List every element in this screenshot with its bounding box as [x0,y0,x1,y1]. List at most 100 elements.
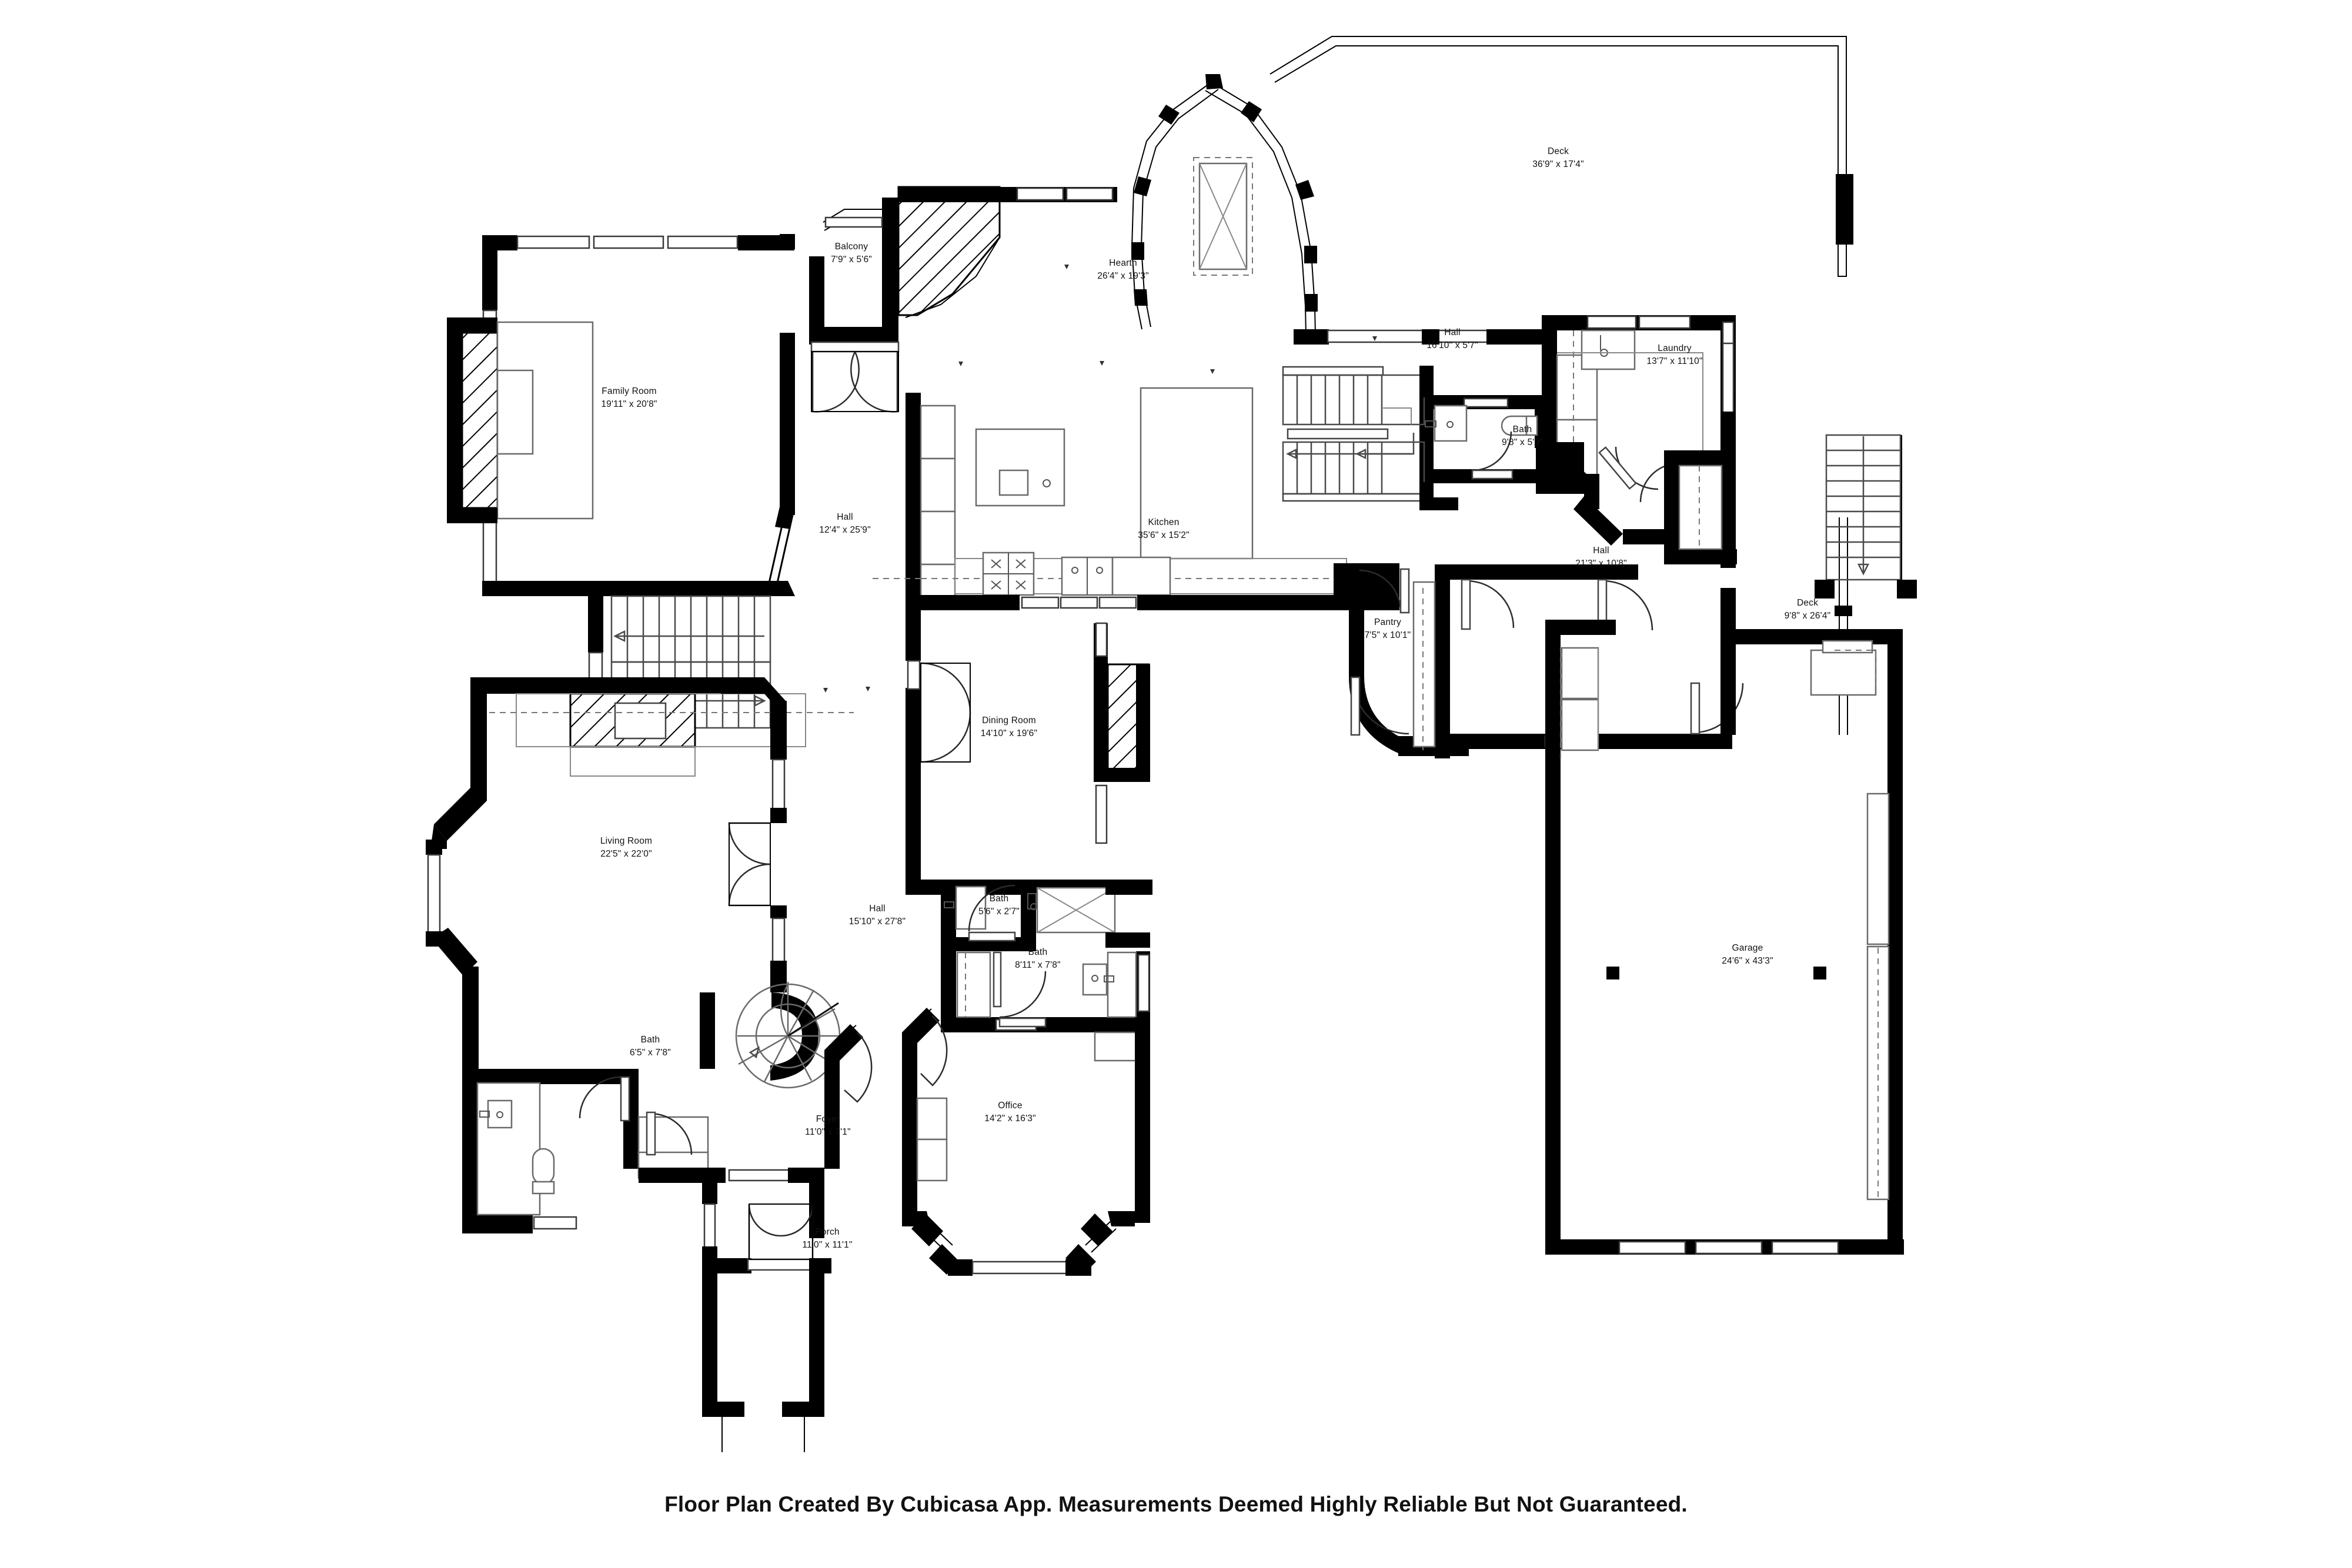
plan-markers [823,265,1377,693]
room-label-hall-family: Hall 12'4" x 25'9" [819,512,871,535]
footer-disclaimer: Floor Plan Created By Cubicasa App. Meas… [664,1492,1688,1516]
fixture-sink-bath-small [1027,893,1037,910]
door-bath-upper [1471,431,1514,480]
room-label-bath-lower: Bath 6'5" x 7'8" [630,1035,671,1058]
balcony-walls [809,186,1117,413]
window-office-bay [971,1261,1068,1275]
door-living-double [728,822,771,907]
fixture-toilet-lower [532,1148,555,1195]
room-name: Foyer [816,1114,840,1124]
room-label-pantry: Pantry 7'5" x 10'1" [1365,617,1411,640]
room-name: Bath [1028,947,1048,957]
room-label-bath-mid: Bath 8'11" x 7'8" [1015,947,1061,970]
door-laundry-left [1598,446,1659,490]
room-dimensions: 14'2" x 16'3" [984,1114,1036,1124]
window-living-right-upper [771,758,786,811]
window-kitchen-bottom [1021,596,1137,609]
window-dining-right [1095,622,1108,844]
window-group-family-top [516,235,739,249]
room-name: Balcony [835,242,868,252]
upper-right-block [1294,315,1737,568]
room-label-deck-upper: Deck 36'9" x 17'4" [1532,146,1584,169]
office-walls [902,1008,1150,1276]
window-bath-mid-right [1137,954,1150,1012]
window-living-right-lower [771,917,786,964]
hearth-floor-motif [1193,157,1253,276]
door-foyer-entry [747,1203,814,1271]
stairs-center [1282,366,1458,510]
room-dimensions: 5'6" x 2'7" [978,907,1020,917]
window-foyer-left [703,1203,716,1251]
stairs-exterior-deck [1815,434,1917,599]
room-name: Pantry [1374,617,1401,627]
room-name: Deck [1548,146,1569,156]
room-name: Garage [1732,943,1763,953]
living-room-walls [426,677,854,1084]
room-dimensions: 7'9" x 5'6" [831,255,872,265]
door-hall-3 [1690,682,1744,735]
window-dining-left [907,660,921,690]
hearth-walls [1131,74,1318,336]
room-name: Hall [1593,546,1609,556]
room-dimensions: 24'6" x 43'3" [1722,956,1773,966]
room-dimensions: 15'10" x 27'8" [849,917,906,927]
room-label-garage: Garage 24'6" x 43'3" [1722,943,1773,966]
room-labels: Family Room 19'11" x 20'8" Balcony 7'9" x 5… [600,146,1831,1250]
room-dimensions: 26'4" x 19'3" [1097,271,1149,281]
dining-room-walls [906,622,1152,895]
window-laundry-right [1722,321,1735,414]
room-label-family-room: Family Room 19'11" x 20'8" [601,386,657,409]
room-dimensions: 22'5" x 22'0" [600,849,652,859]
room-dimensions: 36'9" x 17'4" [1532,159,1584,169]
kitchen-walls [870,387,1399,622]
room-label-hearth: Hearth 26'4" x 19'3" [1097,258,1149,281]
window-family-left-lower [482,520,497,584]
room-dimensions: 19'11" x 20'8" [601,399,657,409]
door-bath-mid [998,971,1047,1028]
room-name: Kitchen [1148,517,1179,527]
family-room-walls [447,234,795,707]
lower-left-block [462,1069,831,1452]
room-name: Bath [641,1035,660,1045]
room-dimensions: 6'5" x 7'8" [630,1048,671,1058]
room-dimensions: 9'8" x 5'9" [1502,437,1543,447]
door-hall-1 [1461,579,1515,630]
door-hall-center-angled [844,1032,873,1103]
room-name: Dining Room [982,716,1036,726]
room-dimensions: 16'10" x 5'7" [1426,340,1478,350]
room-dimensions: 8'11" x 7'8" [1015,960,1061,970]
room-dimensions: 11'0" x 7'1" [805,1127,851,1137]
window-hearth-left [1016,187,1114,201]
door-office-angled [920,1015,948,1086]
door-pantry [1350,676,1409,736]
room-label-balcony: Balcony 7'9" x 5'6" [831,242,872,265]
door-closet-lower [646,1111,693,1156]
room-dimensions: 9'8" x 26'4" [1785,611,1831,621]
garage-doors [1618,1241,1839,1255]
room-name: Hearth [1109,258,1137,268]
room-dimensions: 11'0" x 11'1" [802,1240,852,1250]
room-name: Bath [1513,424,1532,434]
door-dining-left [920,662,971,763]
room-name: Family Room [602,386,657,396]
fixture-toilet-bath-upper [1501,415,1538,436]
door-bath-lower [579,1076,630,1122]
stairs-spiral [735,982,841,1089]
window-bath-upper [1463,397,1509,408]
room-name: Hall [837,512,853,522]
room-dimensions: 12'4" x 25'9" [819,525,871,535]
room-label-foyer: Foyer 11'0" x 7'1" [805,1114,851,1137]
room-dimensions: 7'5" x 10'1" [1365,630,1411,640]
room-label-bath-laundry: Bath 9'8" x 5'9" [1502,424,1543,447]
